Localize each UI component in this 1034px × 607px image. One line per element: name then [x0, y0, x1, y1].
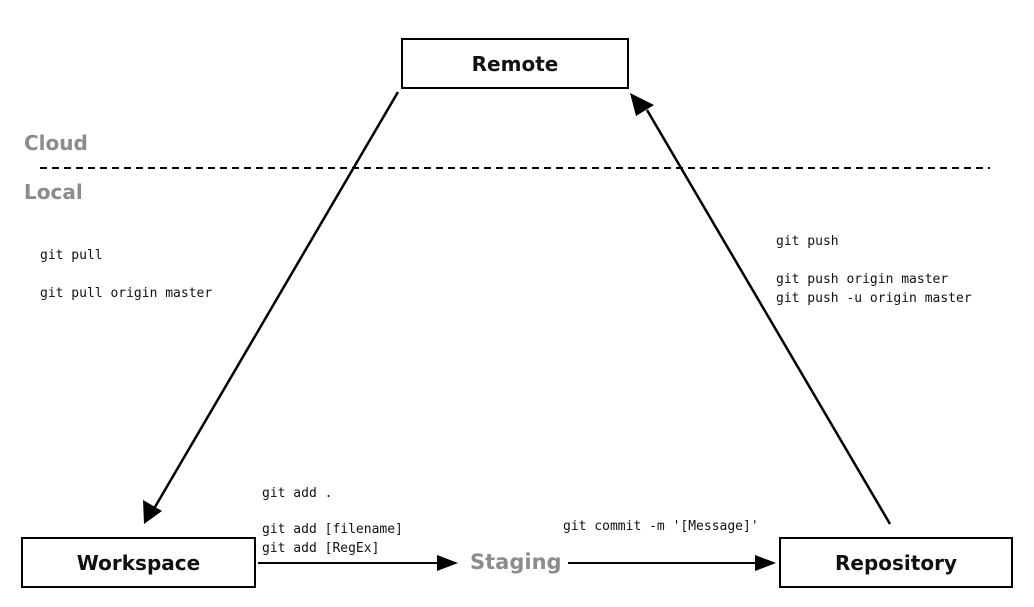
push-arrow-line [645, 109, 892, 525]
pull-arrow-line [153, 91, 400, 508]
commit-arrowhead [755, 555, 776, 571]
repository-node: Repository [779, 537, 1013, 588]
pull-command: git pull [40, 248, 103, 263]
staging-label: Staging [470, 550, 562, 574]
local-label: Local [24, 180, 83, 204]
add-command: git add [RegEx] [262, 541, 380, 556]
push-arrowhead [630, 93, 654, 116]
workspace-node: Workspace [21, 537, 256, 588]
remote-node: Remote [401, 38, 629, 89]
pull-command: git pull origin master [40, 286, 213, 301]
add-arrowhead [437, 555, 458, 571]
add-command: git add [filename] [262, 522, 403, 537]
push-command: git push -u origin master [776, 291, 972, 306]
push-command: git push [776, 234, 839, 249]
add-command: git add . [262, 486, 333, 501]
commit-command: git commit -m '[Message]' [563, 519, 759, 534]
push-command: git push origin master [776, 272, 949, 287]
cloud-label: Cloud [24, 131, 88, 155]
pull-arrowhead [143, 500, 162, 524]
